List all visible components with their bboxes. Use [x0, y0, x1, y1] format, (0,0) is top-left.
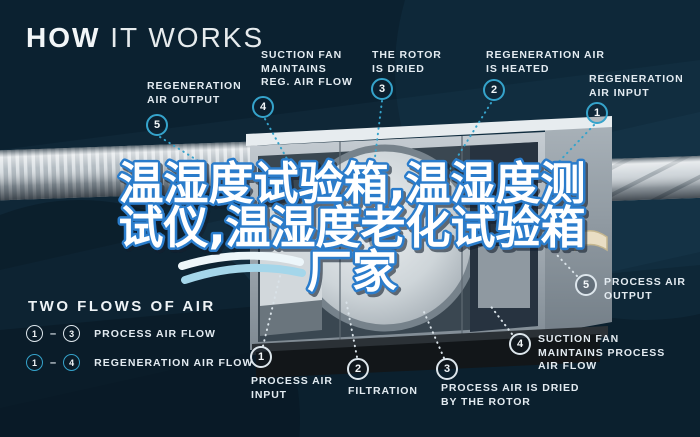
badge-process-1: 1 [250, 346, 272, 368]
label-suction-fan-process: SUCTION FAN MAINTAINS PROCESS AIR FLOW [538, 333, 666, 373]
label-regeneration-air-input: REGENERATION AIR INPUT [589, 73, 684, 99]
label-suction-fan-reg: SUCTION FAN MAINTAINS REG. AIR FLOW [261, 49, 353, 89]
airflow-ribbon [178, 251, 306, 284]
overlay-line-3: 厂家 [307, 245, 397, 298]
leader-lines [159, 100, 595, 359]
legend-row-process: 1 – 3 PROCESS AIR FLOW [26, 325, 216, 342]
label-regeneration-air-heated: REGENERATION AIR IS HEATED [486, 49, 605, 75]
legend-circle-regeneration-from: 1 [26, 354, 43, 371]
page-title: HOW IT WORKS [26, 22, 264, 54]
label-filtration: FILTRATION [348, 385, 418, 397]
legend-dash: – [50, 356, 57, 369]
legend-label-process: PROCESS AIR FLOW [94, 327, 216, 340]
label-process-air-output: PROCESS AIR OUTPUT [604, 276, 686, 302]
legend-label-regeneration: REGENERATION AIR FLOW [94, 356, 254, 369]
badge-regeneration-4: 4 [252, 96, 274, 118]
badge-process-3: 3 [436, 358, 458, 380]
label-regeneration-air-output: REGENERATION AIR OUTPUT [147, 80, 242, 106]
legend-circle-process-to: 3 [63, 325, 81, 342]
overlay-line-1: 温湿度试验箱,温湿度测 [118, 157, 585, 210]
badge-regeneration-1: 1 [586, 102, 608, 124]
badge-process-4: 4 [509, 333, 531, 355]
process-output-duct [574, 230, 608, 252]
badge-regeneration-2: 2 [483, 79, 505, 101]
legend-dash: – [50, 327, 57, 340]
legend-row-regeneration: 1 – 4 REGENERATION AIR FLOW [26, 354, 253, 371]
overlay-line-2: 试仪,温湿度老化试验箱 [118, 201, 585, 254]
badge-regeneration-5: 5 [146, 114, 168, 136]
badge-process-2: 2 [347, 358, 369, 380]
badge-process-5: 5 [575, 274, 597, 296]
left-duct-pipe [0, 141, 259, 201]
legend-circle-regeneration-to: 4 [63, 354, 81, 371]
title-light-part: IT WORKS [100, 22, 265, 53]
label-process-air-dried: PROCESS AIR IS DRIED BY THE ROTOR [441, 382, 580, 408]
chinese-overlay-text: 温湿度试验箱,温湿度测 试仪,温湿度老化试验箱 厂家 [116, 155, 588, 301]
badge-regeneration-3: 3 [371, 78, 393, 100]
label-process-air-input: PROCESS AIR INPUT [251, 375, 333, 401]
label-rotor-is-dried: THE ROTOR IS DRIED [372, 49, 442, 75]
legend-heading: TWO FLOWS OF AIR [28, 298, 216, 315]
legend-circle-process-from: 1 [26, 325, 43, 342]
title-bold-part: HOW [26, 22, 101, 53]
